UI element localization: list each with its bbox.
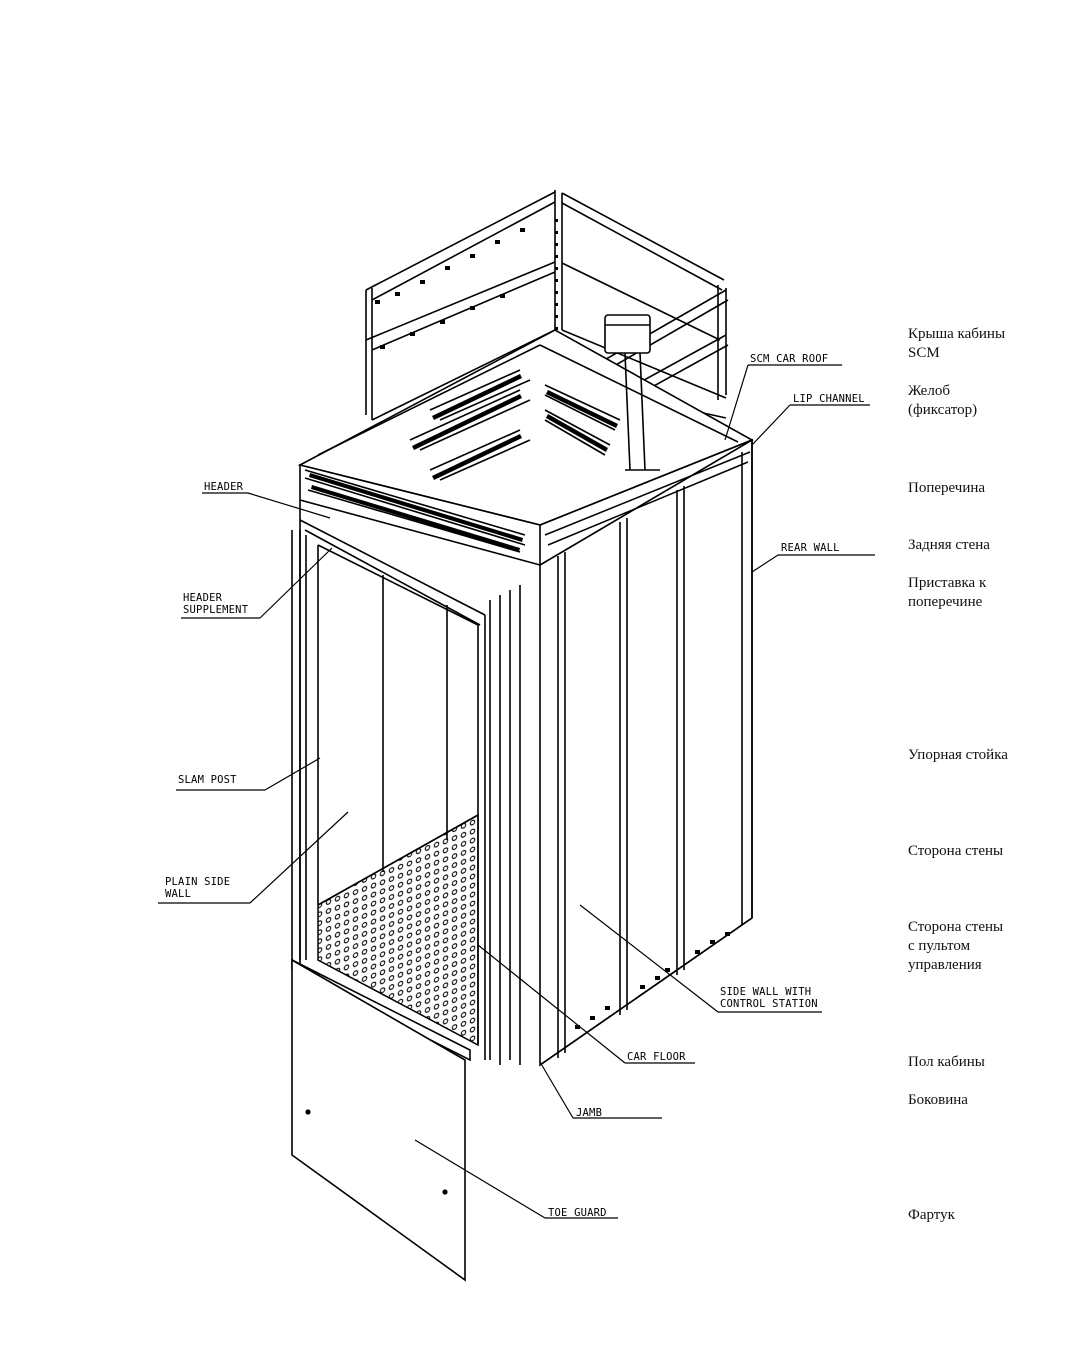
ru-label-supplement: Приставка к поперечине bbox=[908, 575, 987, 610]
label-header-supplement-1: HEADER bbox=[183, 592, 223, 604]
ru-label-roof: Крыша кабины SCM bbox=[908, 326, 1006, 361]
roof-slots bbox=[412, 374, 618, 480]
car-floor bbox=[317, 813, 479, 1047]
car-roof bbox=[297, 314, 754, 526]
english-labels: SCM CAR ROOF LIP CHANNEL HEADER REAR WAL… bbox=[165, 353, 865, 1219]
label-car-floor: CAR FLOOR bbox=[627, 1051, 686, 1063]
label-side-wall-control-2: CONTROL STATION bbox=[720, 998, 818, 1010]
ru-label-rear: Задняя стена bbox=[908, 537, 990, 553]
label-header: HEADER bbox=[204, 481, 244, 493]
label-plain-side-wall-2: WALL bbox=[165, 888, 191, 900]
label-toe-guard: TOE GUARD bbox=[548, 1207, 607, 1219]
ru-label-lip: Желоб (фиксатор) bbox=[908, 383, 978, 418]
label-header-supplement-2: SUPPLEMENT bbox=[183, 604, 249, 616]
label-scm-car-roof: SCM CAR ROOF bbox=[750, 353, 828, 365]
label-lip-channel: LIP CHANNEL bbox=[793, 393, 865, 405]
ru-label-header: Поперечина bbox=[908, 480, 986, 496]
ru-label-jamb: Боковина bbox=[908, 1092, 968, 1108]
ru-label-toe: Фартук bbox=[908, 1207, 955, 1223]
label-rear-wall: REAR WALL bbox=[781, 542, 840, 554]
ru-label-side: Сторона стены bbox=[908, 843, 1004, 859]
label-side-wall-control-1: SIDE WALL WITH bbox=[720, 986, 811, 998]
ru-label-floor: Пол кабины bbox=[908, 1054, 985, 1070]
side-wall bbox=[539, 438, 753, 1067]
label-jamb: JAMB bbox=[576, 1107, 602, 1119]
leader-lines bbox=[158, 364, 875, 1219]
toe-guard bbox=[291, 958, 466, 1282]
lip-channel bbox=[539, 439, 753, 546]
label-slam-post: SLAM POST bbox=[178, 774, 237, 786]
ru-label-slam: Упорная стойка bbox=[908, 747, 1008, 763]
ru-label-control: Сторона стены с пультом управления bbox=[908, 919, 1004, 973]
side-wall-bottom-holes bbox=[575, 932, 730, 1029]
header-grooves bbox=[309, 473, 523, 552]
label-plain-side-wall-1: PLAIN SIDE bbox=[165, 876, 230, 888]
